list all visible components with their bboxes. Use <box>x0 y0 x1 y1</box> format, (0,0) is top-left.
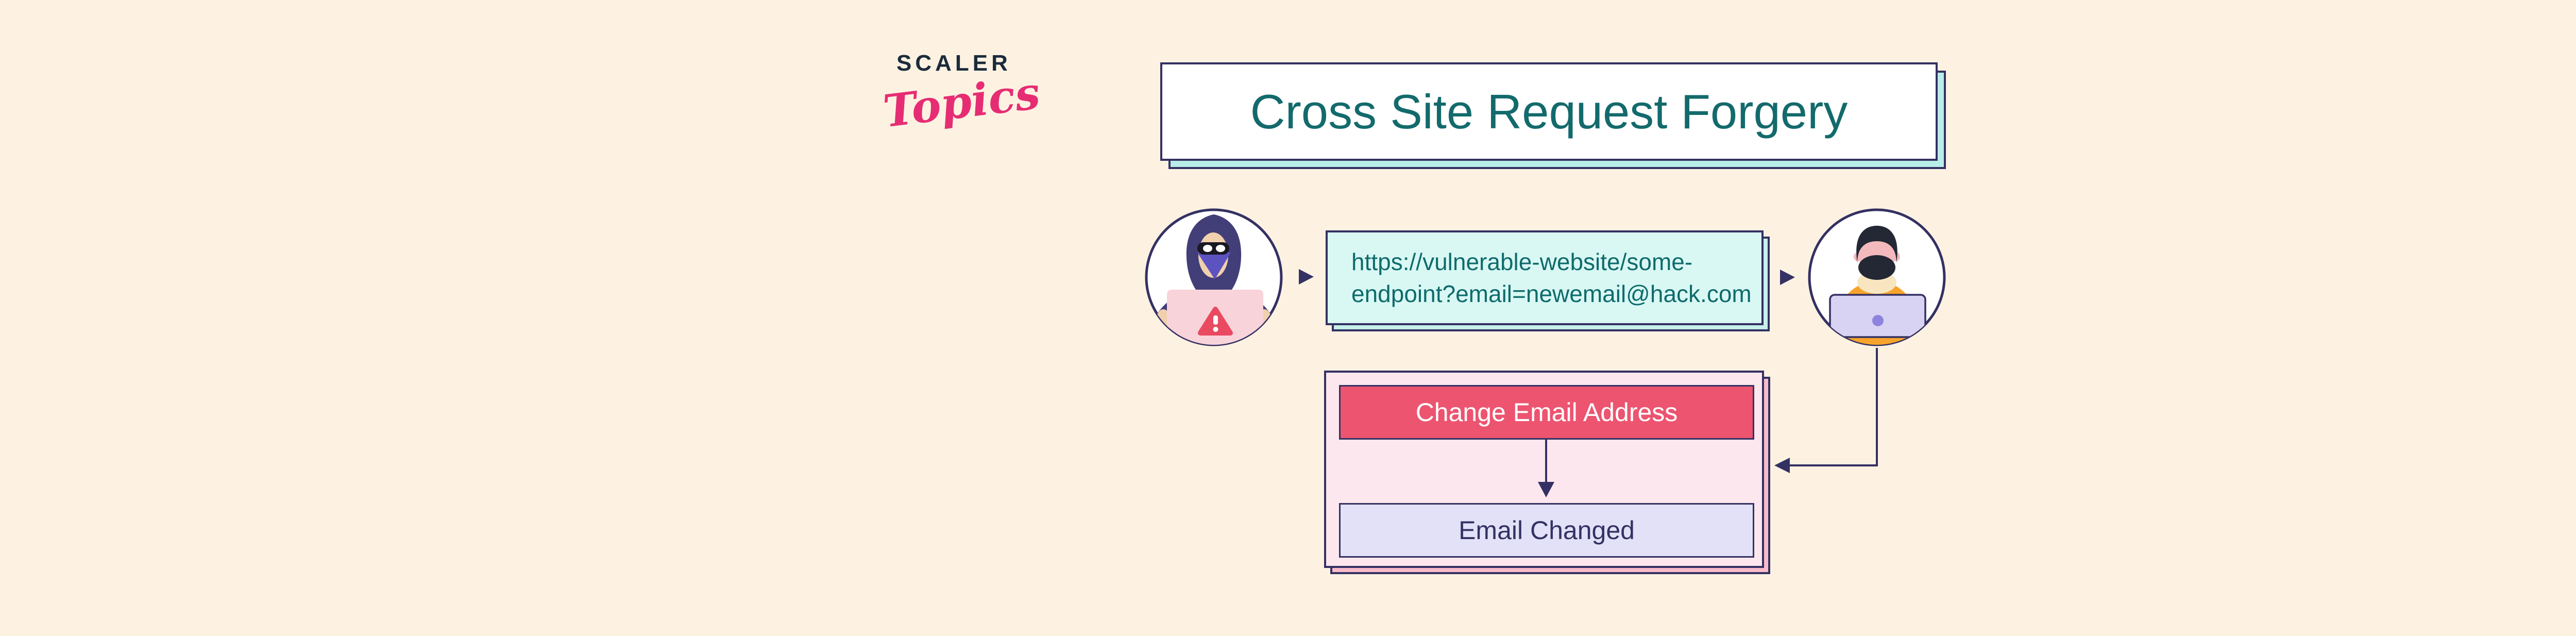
user-avatar-icon <box>1806 206 1948 349</box>
malicious-request-box: https://vulnerable-website/some- endpoin… <box>1326 230 1764 325</box>
website-panel: Change Email Address Email Changed <box>1324 371 1764 568</box>
email-changed-step: Email Changed <box>1339 503 1754 558</box>
hacker-avatar-icon <box>1143 206 1285 348</box>
request-url-line1: https://vulnerable-website/some- <box>1351 248 1693 275</box>
step-arrow-line <box>1545 440 1547 483</box>
page-title: Cross Site Request Forgery <box>1250 84 1848 139</box>
arrow-right-icon <box>1780 270 1795 285</box>
connector-horizontal-line <box>1788 464 1877 466</box>
arrow-right-icon <box>1299 269 1314 284</box>
scaler-logo-product: Topics <box>880 66 1043 138</box>
arrow-left-icon <box>1774 458 1790 473</box>
warning-triangle-icon <box>1198 307 1233 336</box>
request-url-line2: endpoint?email=newemail@hack.com <box>1351 280 1752 307</box>
scaler-logo-brand: SCALER <box>896 51 1011 76</box>
title-box: Cross Site Request Forgery <box>1160 62 1938 161</box>
laptop-logo-icon <box>1872 315 1884 326</box>
connector-vertical-line <box>1876 348 1878 466</box>
arrow-down-icon <box>1538 482 1554 497</box>
change-email-step: Change Email Address <box>1339 385 1754 440</box>
